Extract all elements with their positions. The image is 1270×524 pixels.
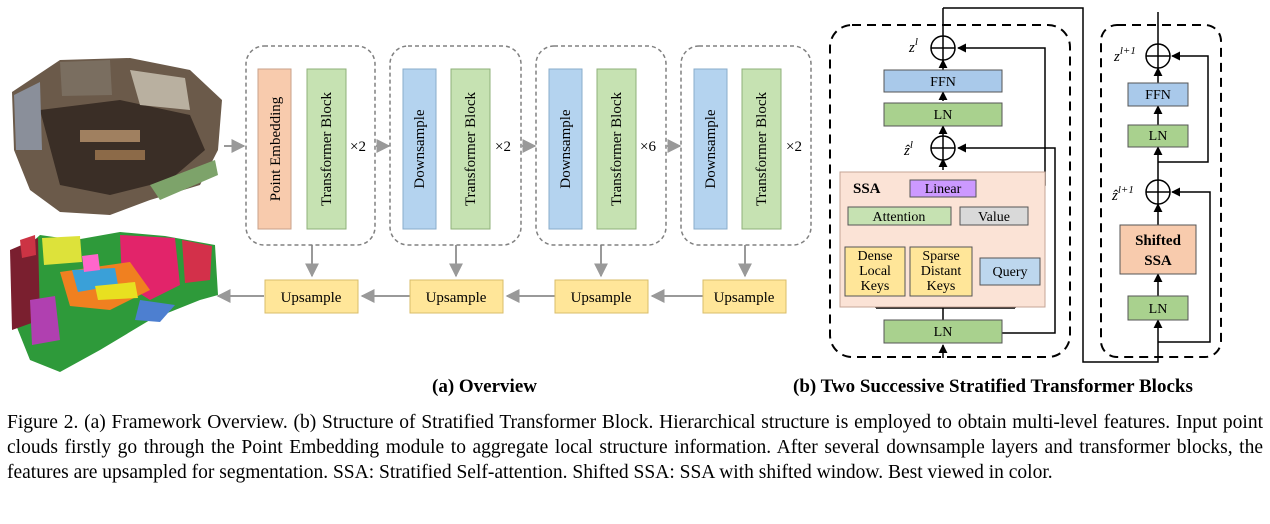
ln-label: LN bbox=[1149, 129, 1168, 144]
ln-box bbox=[883, 102, 1003, 127]
ffn-box bbox=[1127, 82, 1189, 107]
downsample-box bbox=[693, 68, 728, 230]
stage-3: Downsample Transformer Block ×6 bbox=[535, 45, 667, 246]
z-hat-next-label: ẑl+1 bbox=[1111, 184, 1134, 204]
upsample-box-1 bbox=[264, 279, 359, 314]
upsample-box-4 bbox=[702, 279, 787, 314]
z-output-label: zl bbox=[908, 36, 918, 56]
query-label: Query bbox=[993, 265, 1028, 280]
dense-local-keys-box bbox=[844, 246, 906, 297]
downsample-label: Downsample bbox=[412, 109, 428, 188]
input-point-cloud-image bbox=[12, 58, 222, 215]
shifted-ssa-line-2: SSA bbox=[1144, 253, 1172, 269]
downsample-box bbox=[548, 68, 583, 230]
overview-arrows bbox=[216, 139, 752, 303]
attention-box bbox=[847, 206, 952, 226]
stage-2-container bbox=[389, 45, 522, 246]
linear-label: Linear bbox=[925, 182, 962, 197]
ln-box bbox=[1127, 295, 1189, 321]
linear-box bbox=[909, 179, 977, 198]
dense-keys-line-1: Dense bbox=[858, 249, 893, 264]
z-next-output-label: zl+1 bbox=[1113, 45, 1136, 65]
transformer-block-box bbox=[596, 68, 637, 230]
sparse-keys-line-3: Keys bbox=[927, 279, 956, 294]
downsample-label: Downsample bbox=[703, 109, 719, 188]
dense-keys-line-2: Local bbox=[859, 264, 891, 279]
sparse-distant-keys-box bbox=[909, 246, 973, 297]
figure-caption: Figure 2. (a) Framework Overview. (b) St… bbox=[7, 412, 1263, 483]
value-label: Value bbox=[978, 210, 1010, 225]
transformer-block-1: zl FFN LN ẑl SSA Linear Attention Value … bbox=[829, 7, 1159, 363]
upsample-label: Upsample bbox=[426, 290, 487, 306]
repeat-label: ×2 bbox=[495, 139, 511, 155]
value-box bbox=[959, 206, 1029, 226]
point-embedding-label: Point Embedding bbox=[268, 96, 284, 201]
transformer-block-label: Transformer Block bbox=[463, 91, 479, 206]
stage-2: Downsample Transformer Block ×2 bbox=[389, 45, 522, 246]
sparse-keys-line-1: Sparse bbox=[922, 249, 959, 264]
block-2-connections bbox=[1153, 12, 1211, 343]
shifted-ssa-box bbox=[1119, 224, 1197, 275]
shifted-ssa-line-1: Shifted bbox=[1135, 233, 1182, 249]
ffn-label: FFN bbox=[1145, 88, 1171, 103]
blocks-title: (b) Two Successive Stratified Transforme… bbox=[793, 376, 1193, 397]
upsample-row: Upsample Upsample Upsample Upsample bbox=[264, 279, 787, 314]
transformer-block-box bbox=[306, 68, 347, 230]
repeat-label: ×6 bbox=[640, 139, 656, 155]
segmented-point-cloud-image bbox=[10, 232, 218, 372]
attention-label: Attention bbox=[873, 210, 926, 225]
repeat-label: ×2 bbox=[350, 139, 366, 155]
query-box bbox=[979, 257, 1041, 286]
upsample-box-2 bbox=[409, 279, 504, 314]
repeat-label: ×2 bbox=[786, 139, 802, 155]
dense-keys-line-3: Keys bbox=[861, 279, 890, 294]
sparse-keys-line-2: Distant bbox=[921, 264, 962, 279]
upsample-label: Upsample bbox=[714, 290, 775, 306]
ln-label: LN bbox=[934, 325, 953, 340]
upsample-box-3 bbox=[554, 279, 649, 314]
transformer-block-label: Transformer Block bbox=[609, 91, 625, 206]
ffn-label: FFN bbox=[930, 75, 956, 90]
ln-box bbox=[883, 319, 1003, 344]
stage-4: Downsample Transformer Block ×2 bbox=[680, 45, 812, 246]
ln-label: LN bbox=[1149, 302, 1168, 317]
transformer-block-label: Transformer Block bbox=[754, 91, 770, 206]
stage-3-container bbox=[535, 45, 667, 246]
upsample-label: Upsample bbox=[281, 290, 342, 306]
ffn-box bbox=[883, 69, 1003, 93]
block-1-container bbox=[829, 24, 1071, 358]
transformer-block-2: zl+1 FFN LN ẑl+1 Shifted SSA LN bbox=[1100, 12, 1222, 358]
stage-1-container bbox=[245, 45, 376, 246]
ssa-title: SSA bbox=[853, 181, 881, 197]
stage-4-container bbox=[680, 45, 812, 246]
downsample-label: Downsample bbox=[558, 109, 574, 188]
downsample-box bbox=[402, 68, 437, 230]
block-2-container bbox=[1100, 24, 1222, 358]
ln-label: LN bbox=[934, 108, 953, 123]
transformer-block-box bbox=[741, 68, 782, 230]
z-hat-label: ẑl bbox=[903, 139, 913, 159]
transformer-block-label: Transformer Block bbox=[319, 91, 335, 206]
point-embedding-box bbox=[257, 68, 292, 230]
overview-title: (a) Overview bbox=[432, 376, 537, 397]
upsample-label: Upsample bbox=[571, 290, 632, 306]
figure-diagram: Point Embedding Transformer Block ×2 Dow… bbox=[10, 7, 1222, 397]
transformer-block-box bbox=[450, 68, 491, 230]
ln-box bbox=[1127, 124, 1189, 148]
stage-1: Point Embedding Transformer Block ×2 bbox=[245, 45, 376, 246]
